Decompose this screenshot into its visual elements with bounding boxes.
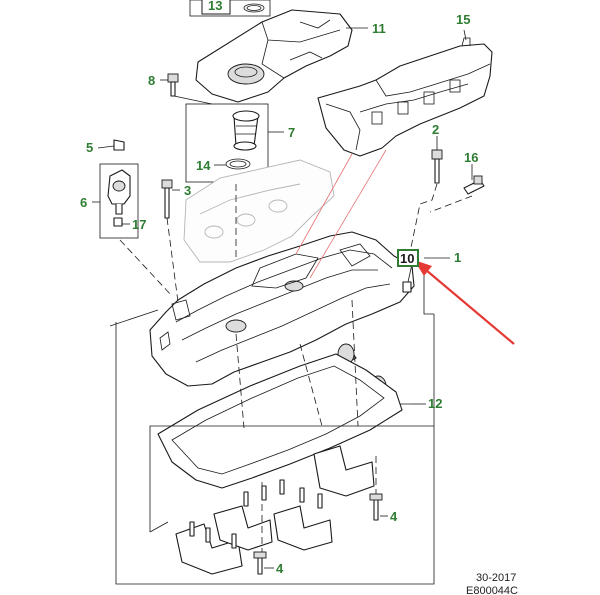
reference-lines-red <box>295 149 387 279</box>
svg-text:10: 10 <box>400 251 414 266</box>
svg-text:13: 13 <box>208 0 222 13</box>
air-duct-part-15 <box>317 37 493 157</box>
bolt-part-16 <box>463 175 485 195</box>
figure-code: E800044C <box>466 585 518 595</box>
callout-2: 2 <box>432 122 439 137</box>
callout-12: 12 <box>428 396 442 411</box>
stud-part-2 <box>431 149 443 184</box>
cylinder-head-ghost <box>183 159 335 263</box>
bearing-caps <box>175 445 383 575</box>
leader-lines <box>92 27 473 569</box>
callout-1: 1 <box>454 250 461 265</box>
callout-11: 11 <box>372 21 386 36</box>
bolt-row-upper <box>189 479 323 549</box>
bolt-part-8 <box>167 73 179 97</box>
callout-5: 5 <box>86 140 93 155</box>
callout-10: 10 <box>397 249 419 267</box>
callout-17: 17 <box>132 217 146 232</box>
callout-3: 3 <box>184 183 191 198</box>
reference-code: 30-2017 E800044C <box>466 572 518 595</box>
cam-cover-part-1 <box>149 231 415 387</box>
highlight-arrow <box>414 260 515 345</box>
gasket <box>157 353 403 489</box>
assembly-dashes <box>119 183 473 552</box>
camshaft-sensor-part-6 <box>99 139 139 239</box>
callout-labels: 13 11 15 8 7 5 14 2 16 3 6 17 10 1 12 4 … <box>80 0 478 576</box>
o-ring-part-13 <box>189 0 271 17</box>
date-code: 30-2017 <box>476 572 516 584</box>
callout-7: 7 <box>288 125 295 140</box>
oil-filler-neck-part-7 <box>185 103 269 183</box>
assembly-frames <box>109 264 435 585</box>
callout-4-upper: 4 <box>390 509 398 524</box>
callout-8: 8 <box>148 73 155 88</box>
engine-cover-part-11 <box>195 9 353 103</box>
callout-13: 13 <box>201 0 231 15</box>
callout-15: 15 <box>456 12 470 27</box>
callout-14: 14 <box>196 158 211 173</box>
callout-16: 16 <box>464 150 478 165</box>
callout-6: 6 <box>80 195 87 210</box>
callout-4-lower: 4 <box>276 561 284 576</box>
bolt-part-3 <box>161 179 173 219</box>
